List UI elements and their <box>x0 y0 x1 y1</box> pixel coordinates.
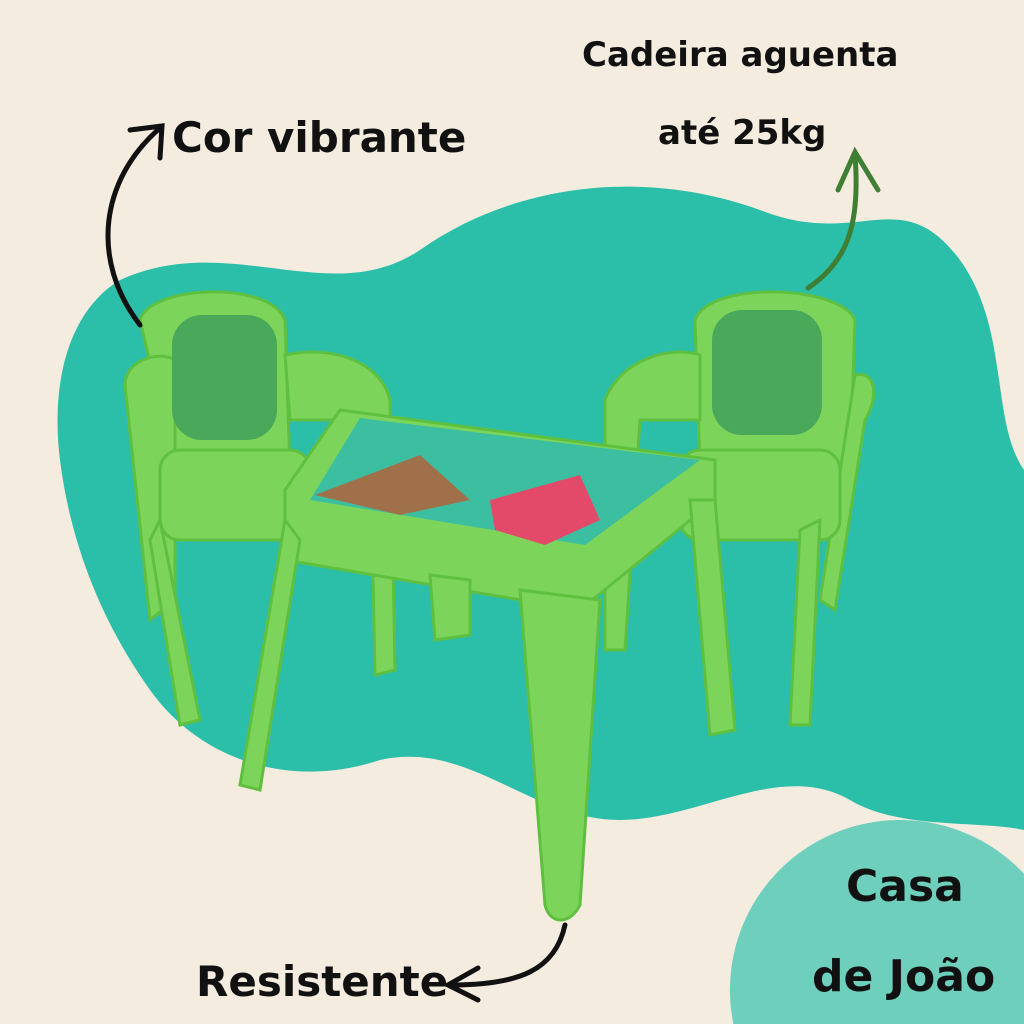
chair-right-print <box>712 310 822 435</box>
annotation-chair-line2: até 25kg <box>658 113 827 153</box>
table-print-ground <box>315 455 470 515</box>
table-print-dino <box>490 475 600 545</box>
annotation-resistant: Resistente <box>196 957 449 1006</box>
brand-circle <box>729 819 1024 1024</box>
annotation-chair-line1: Cadeira aguenta <box>582 35 899 75</box>
brand-line1: Casa <box>846 861 964 912</box>
arrow-up-green-icon <box>805 146 881 291</box>
annotation-color: Cor vibrante <box>172 113 467 162</box>
brand-line2: de João <box>812 951 996 1002</box>
arrow-up-curved-icon <box>105 123 165 328</box>
chair-left-print <box>172 315 277 440</box>
arrow-left-curved-icon <box>442 922 568 1003</box>
